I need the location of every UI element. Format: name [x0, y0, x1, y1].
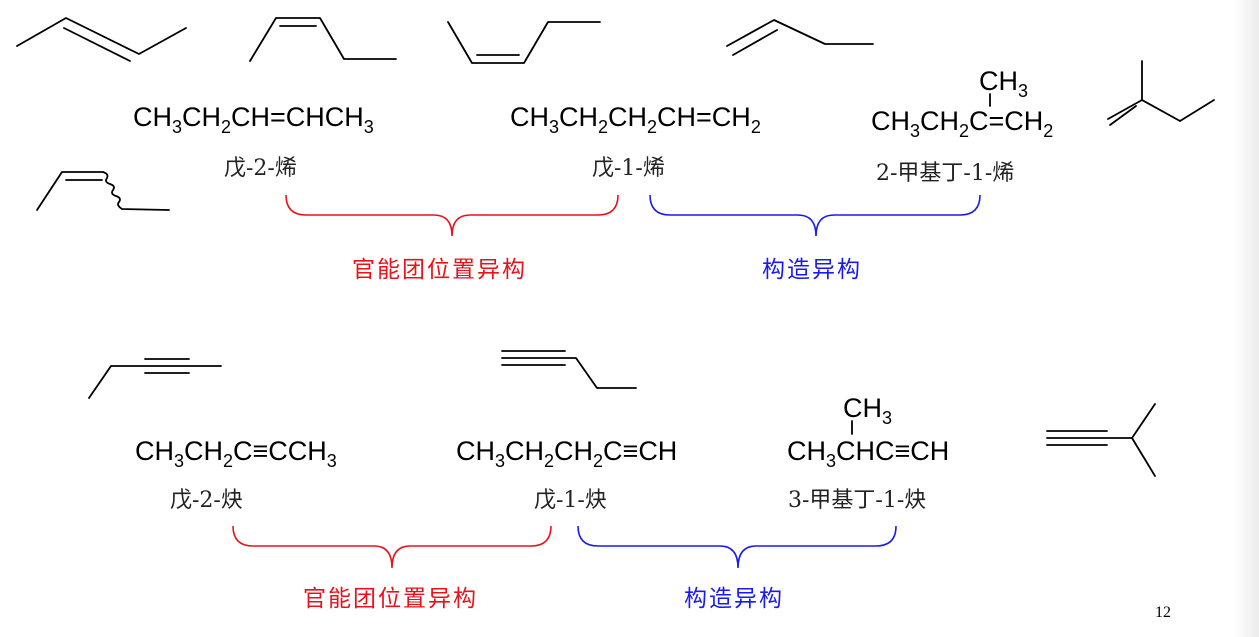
- methyl-branch: CH3: [843, 393, 892, 428]
- formula-2-methylbut-1-ene: CH3 CH3CH2C=CH2: [871, 66, 1053, 141]
- formula-pent-1-yne: CH3CH2CH2C≡CH: [456, 436, 677, 471]
- main-chain: CH3CHC≡CH: [787, 436, 949, 471]
- brace-positional-isomers-alkenes: [285, 194, 619, 237]
- label-positional-isomers-alkynes: 官能团位置异构: [303, 586, 478, 612]
- name-2-methylbut-1-ene: 2-甲基丁-1-烯: [876, 161, 1014, 186]
- label-structural-isomers-alkenes: 构造异构: [762, 257, 862, 283]
- name-3-methylbut-1-yne: 3-甲基丁-1-炔: [788, 488, 926, 513]
- skeletal-3-methylbut-1-yne: [1046, 403, 1156, 477]
- name-pent-1-ene: 戊-1-烯: [592, 156, 665, 181]
- page-number: 12: [1155, 604, 1171, 621]
- name-pent-2-yne: 戊-2-炔: [170, 488, 243, 513]
- skeletal-cis-pent-2-ene-inverted: [447, 21, 601, 64]
- label-structural-isomers-alkynes: 构造异构: [684, 586, 784, 612]
- skeletal-2-methylbut-1-ene: [1107, 60, 1215, 126]
- skeletal-trans-pent-2-ene: [16, 17, 187, 62]
- brace-structural-isomers-alkenes: [649, 194, 981, 237]
- edge-shadow: [1233, 0, 1259, 637]
- formula-3-methylbut-1-yne: CH3 CH3CHC≡CH: [787, 393, 949, 471]
- main-chain: CH3CH2C=CH2: [871, 106, 1053, 141]
- skeletal-pent-1-yne: [501, 350, 637, 389]
- skeletal-pent-2-yne: [88, 358, 222, 399]
- name-pent-2-ene: 戊-2-烯: [224, 156, 297, 181]
- name-pent-1-yne: 戊-1-炔: [534, 488, 607, 513]
- brace-positional-isomers-alkynes: [232, 525, 552, 569]
- skeletal-cis-pent-2-ene: [249, 17, 397, 62]
- formula-pent-2-ene: CH3CH2CH=CHCH3: [133, 102, 374, 137]
- skeletal-pent-2-ene-unspecified: [36, 171, 170, 211]
- methyl-branch: CH3: [979, 66, 1028, 101]
- label-positional-isomers-alkenes: 官能团位置异构: [352, 257, 527, 283]
- formula-pent-1-ene: CH3CH2CH2CH=CH2: [510, 102, 761, 137]
- skeletal-pent-1-ene: [726, 19, 874, 56]
- brace-structural-isomers-alkynes: [577, 525, 897, 569]
- formula-pent-2-yne: CH3CH2C≡CCH3: [135, 436, 337, 471]
